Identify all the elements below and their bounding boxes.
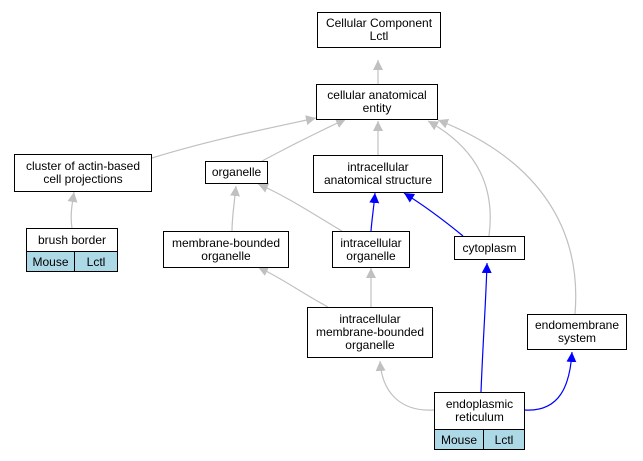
tags-endoplasmic-reticulum: Mouse Lctl [434,429,525,450]
node-brush-border[interactable]: brush border [26,228,118,251]
edge-er-to-cytoplasm [480,262,492,393]
node-organelle[interactable]: organelle [205,161,268,184]
edge-organelle-to-cae [261,118,347,162]
node-cluster-actin-projections[interactable]: cluster of actin-based cell projections [14,154,152,192]
edge-io-to-organelle [257,183,343,232]
tags-brush-border: Mouse Lctl [26,251,118,272]
edge-io-to-ias [369,192,380,232]
edge-mbo-to-organelle [230,185,240,232]
node-endomembrane-system[interactable]: endomembrane system [527,314,627,350]
tag-lctl[interactable]: Lctl [75,251,118,272]
node-intracellular-organelle[interactable]: intracellular organelle [332,231,410,268]
edge-er-to-imbo [375,360,435,411]
node-intracellular-anatomical-structure[interactable]: intracellular anatomical structure [313,155,443,193]
tag-mouse[interactable]: Mouse [434,429,484,450]
node-cytoplasm[interactable]: cytoplasm [454,236,525,260]
node-cellular-component[interactable]: Cellular Component Lctl [317,12,441,48]
edge-cytoplasm-to-cae [427,120,491,237]
node-endoplasmic-reticulum[interactable]: endoplasmic reticulum [434,392,525,429]
node-intracellular-membrane-bounded-organelle[interactable]: intracellular membrane-bounded organelle [307,307,433,358]
tag-mouse[interactable]: Mouse [26,251,75,272]
edge-brushborder-to-cluster [67,191,78,229]
edge-imbo-to-mbo [257,266,329,308]
tag-lctl[interactable]: Lctl [484,429,525,450]
edge-cluster-to-cae [151,115,317,159]
edge-endomembrane-to-cae [437,119,577,315]
edge-er-to-endomembrane [524,351,577,411]
edge-cytoplasm-to-ias [403,192,464,237]
node-cellular-anatomical-entity[interactable]: cellular anatomical entity [316,84,438,120]
node-membrane-bounded-organelle[interactable]: membrane-bounded organelle [163,231,289,268]
